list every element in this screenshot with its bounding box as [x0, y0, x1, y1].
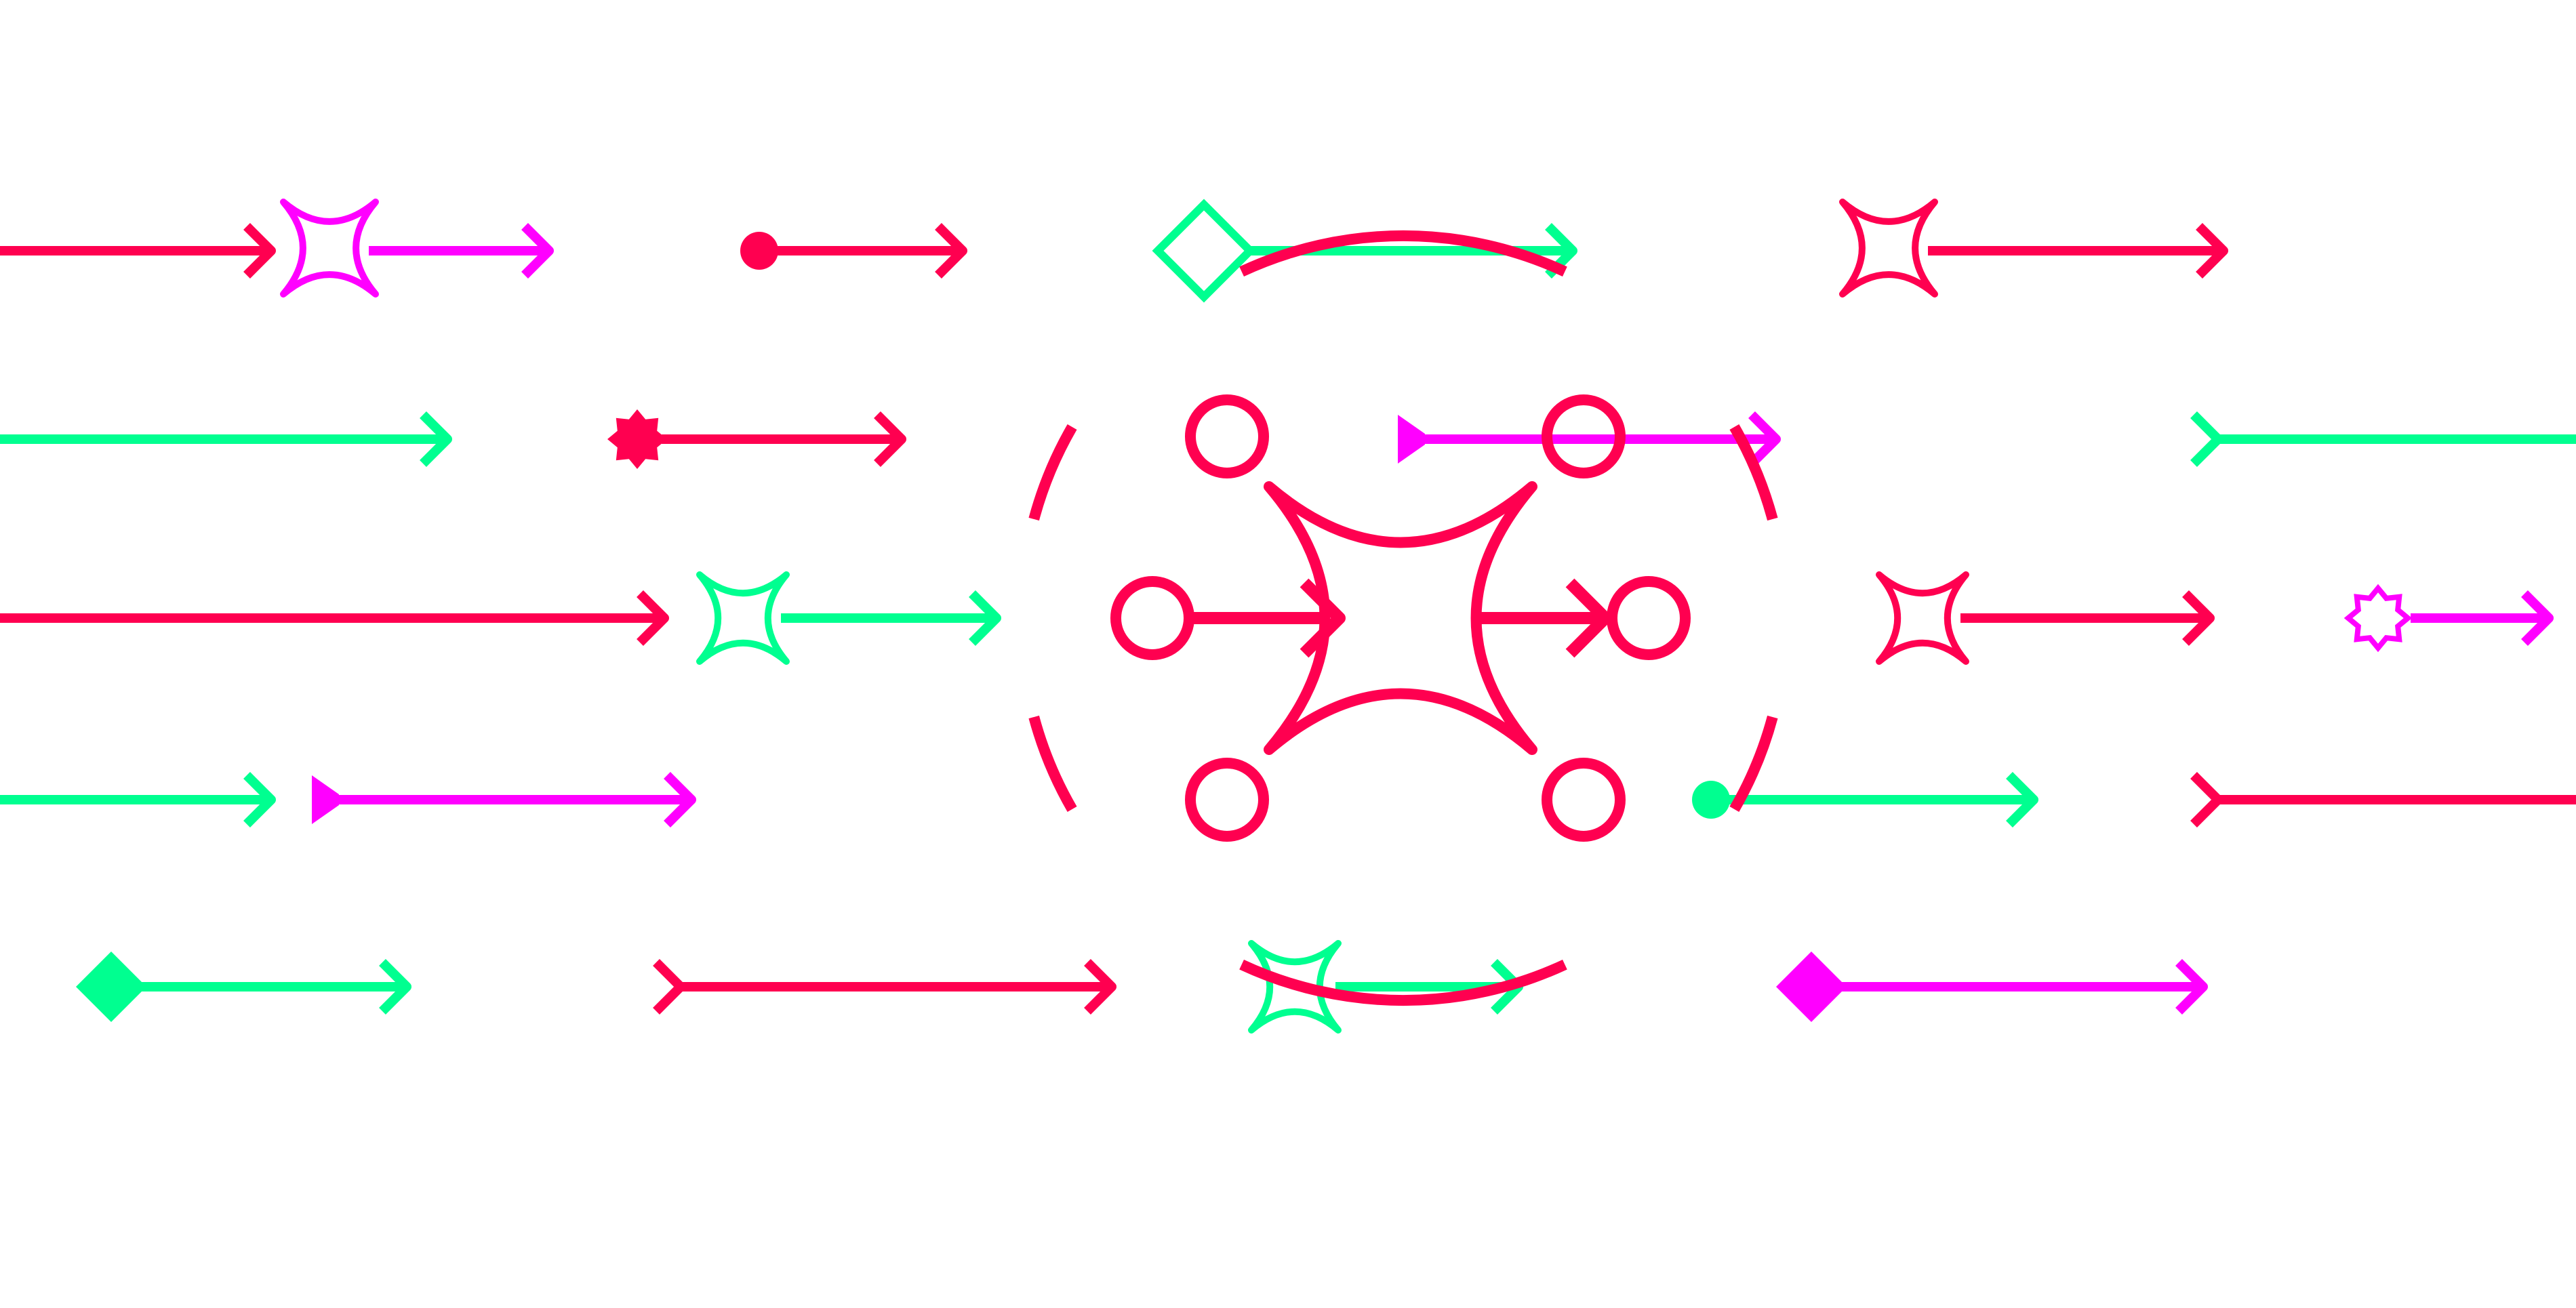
hub-ring-arc — [1028, 424, 1077, 521]
sparkle-icon — [1876, 571, 1969, 665]
arrow-head-icon — [664, 772, 696, 827]
arrow-head-icon — [935, 223, 967, 279]
arrow-head-icon — [2521, 590, 2554, 646]
arrow-head-icon — [1748, 411, 1781, 467]
sparkle-icon — [696, 571, 790, 665]
hub-ring-arc — [1729, 715, 1778, 813]
hub-node-circle — [1542, 758, 1626, 842]
flag-tail-icon — [312, 775, 339, 824]
chevron-tail-icon — [2190, 411, 2225, 467]
arrow-head-icon — [2196, 223, 2228, 279]
arrow-head-icon — [521, 223, 554, 279]
hub-arrow-head-icon — [1565, 578, 1611, 658]
flag-tail-icon — [1398, 415, 1425, 464]
arrow-head-icon — [874, 411, 906, 467]
hub-node-circle — [1110, 576, 1194, 660]
hub-ring-arc — [1239, 959, 1567, 1006]
star-icon — [2343, 584, 2413, 653]
arrow-head-icon — [2182, 590, 2215, 646]
arrow-head-icon — [243, 223, 276, 279]
chevron-tail-icon — [2190, 772, 2225, 827]
sparkle-icon — [1264, 481, 1537, 755]
hub-ring-arc — [1239, 230, 1567, 277]
sparkle-icon — [280, 199, 379, 298]
hub-node-circle — [1185, 394, 1269, 478]
chevron-tail-icon — [653, 959, 687, 1015]
hub-node-circle — [1607, 576, 1691, 660]
hub-arrow-head-icon — [1300, 578, 1346, 658]
star-icon — [607, 409, 667, 469]
arrow-head-icon — [1084, 959, 1116, 1015]
arrow-head-icon — [969, 590, 1001, 646]
diamond-icon — [76, 952, 146, 1022]
hub-node-circle — [1185, 758, 1269, 842]
sparkle-icon — [1248, 940, 1342, 1034]
arrow-head-icon — [637, 590, 669, 646]
hub-ring-arc — [1028, 715, 1077, 813]
sparkle-icon — [1839, 199, 1938, 298]
arrow-head-icon — [243, 772, 276, 827]
arrow-head-icon — [420, 411, 452, 467]
hub-node-circle — [1542, 394, 1626, 478]
diamond-icon — [1776, 952, 1847, 1022]
arrow-head-icon — [379, 959, 411, 1015]
hub-ring-arc — [1729, 424, 1778, 521]
arrow-head-icon — [2006, 772, 2038, 827]
diamond-icon — [1152, 199, 1256, 303]
arrow-head-icon — [2175, 959, 2208, 1015]
